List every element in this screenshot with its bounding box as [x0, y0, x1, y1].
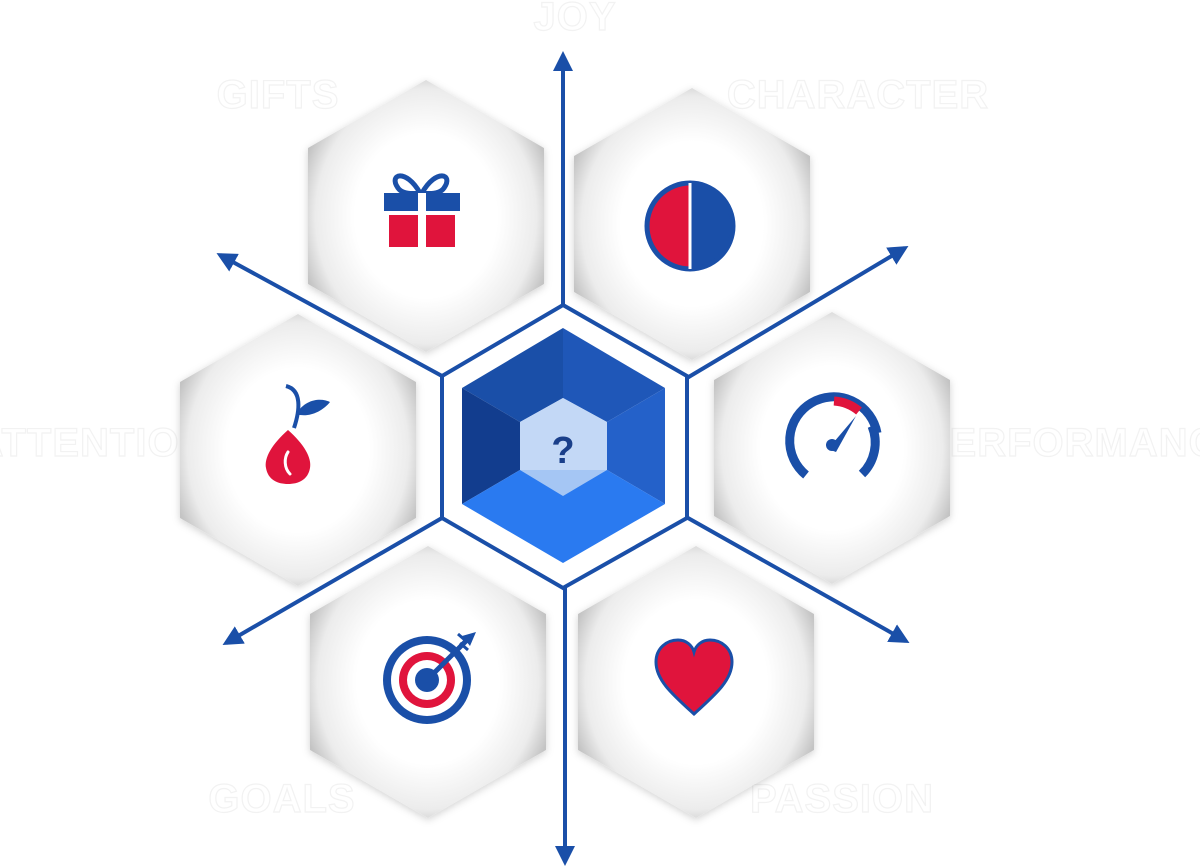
center-question-mark: ? [551, 430, 574, 472]
label-top-right: CHARACTER [727, 73, 989, 117]
cube-right-face [607, 388, 665, 504]
axis-arrow-upper-right [685, 245, 909, 380]
label-top-left: GIFTS [217, 73, 340, 117]
speedometer-icon [785, 392, 882, 479]
center-cube: ? [462, 328, 665, 563]
sprout-icon [265, 384, 330, 484]
axis-lines [216, 51, 910, 866]
cube-center-hexagon [520, 398, 607, 496]
axis-arrow-lower-left [222, 516, 444, 646]
cube-bottom-face [462, 470, 665, 563]
heart-icon [654, 638, 734, 717]
target-icon [383, 632, 476, 724]
label-top: JOY [533, 0, 616, 39]
label-left: ATTENTION [0, 421, 209, 465]
cube-top-left-face [462, 328, 563, 422]
label-right: PERFORMANCE [922, 421, 1200, 465]
label-bottom-right: PASSION [750, 777, 934, 821]
axis-arrow-lower-right [687, 516, 910, 643]
cube-top-right-face [563, 328, 665, 422]
label-bottom-left: GOALS [208, 777, 355, 821]
axis-arrow-upper-left [216, 253, 443, 378]
half-circle-icon [644, 180, 736, 272]
center-frame [440, 302, 689, 591]
gift-icon [384, 173, 460, 247]
cube-left-face [462, 388, 520, 504]
